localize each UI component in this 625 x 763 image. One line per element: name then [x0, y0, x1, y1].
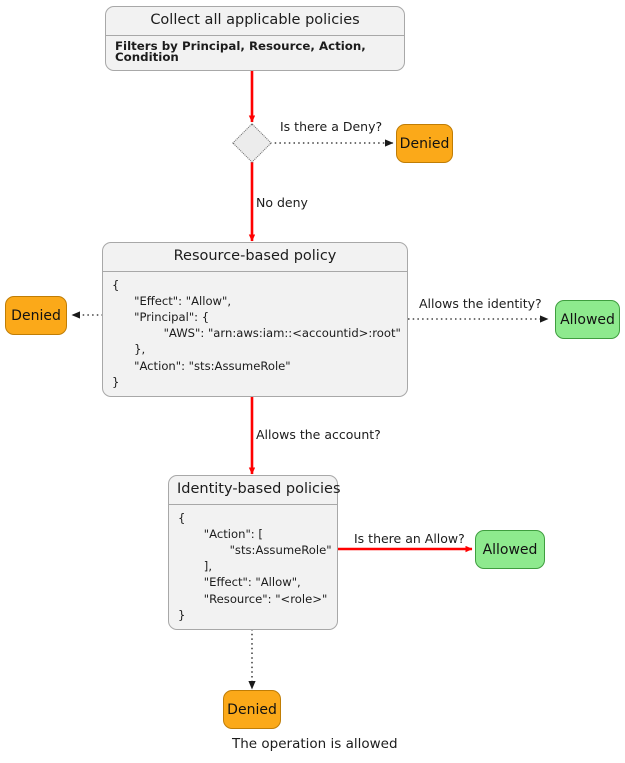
edge-label-allows-the-account: Allows the account?: [256, 427, 381, 442]
terminal-denied-left-label: Denied: [11, 307, 61, 324]
terminal-denied-bottom[interactable]: Denied: [223, 690, 281, 729]
code-line: {: [178, 510, 186, 525]
terminal-allowed-resource[interactable]: Allowed: [555, 300, 620, 339]
decision-diamond-is-there-a-deny[interactable]: [232, 123, 272, 163]
diagram-caption: The operation is allowed: [232, 736, 398, 752]
edge-label-no-deny: No deny: [256, 195, 308, 210]
terminal-denied-left[interactable]: Denied: [5, 296, 67, 335]
node-resource-based-policy-title: Resource-based policy: [103, 243, 407, 272]
node-identity-based-policies-title: Identity-based policies: [169, 476, 341, 505]
code-line: "Effect": "Allow",: [112, 293, 232, 308]
terminal-allowed-identity[interactable]: Allowed: [475, 530, 545, 569]
node-identity-based-policies[interactable]: Identity-based policies { "Action": [ "s…: [168, 475, 341, 631]
code-line: {: [112, 277, 120, 292]
code-line: }: [178, 607, 186, 622]
node-collect-policies[interactable]: Collect all applicable policies Filters …: [105, 6, 405, 72]
terminal-denied-bottom-label: Denied: [227, 701, 277, 718]
node-collect-policies-body: Filters by Principal, Resource, Action, …: [115, 38, 366, 65]
node-resource-based-policy[interactable]: Resource-based policy { "Effect": "Allow…: [102, 242, 408, 398]
terminal-allowed-identity-label: Allowed: [482, 541, 538, 558]
node-collect-policies-title: Collect all applicable policies: [106, 7, 404, 36]
code-line: }: [112, 374, 120, 389]
code-line: "Action": [: [178, 526, 263, 541]
terminal-denied-top[interactable]: Denied: [396, 124, 453, 163]
code-line: "Effect": "Allow",: [178, 575, 301, 590]
code-line: "Resource": "<role>": [178, 591, 328, 606]
code-line: "sts:AssumeRole": [178, 543, 332, 558]
edge-label-is-there-an-allow: Is there an Allow?: [354, 531, 465, 546]
edge-label-allows-the-identity: Allows the identity?: [419, 296, 542, 311]
node-resource-based-policy-body: { "Effect": "Allow", "Principal": { "AWS…: [103, 272, 407, 396]
code-line: ],: [178, 559, 213, 574]
code-line: },: [112, 342, 146, 357]
code-line: "AWS": "arn:aws:iam::<accountid>:root": [112, 326, 401, 341]
code-line: "Action": "sts:AssumeRole": [112, 358, 291, 373]
terminal-denied-top-label: Denied: [399, 135, 450, 152]
terminal-allowed-resource-label: Allowed: [560, 311, 615, 328]
code-line: "Principal": {: [112, 310, 210, 325]
node-identity-based-policies-body: { "Action": [ "sts:AssumeRole" ], "Effec…: [169, 505, 337, 629]
edge-label-is-there-a-deny: Is there a Deny?: [280, 119, 383, 134]
